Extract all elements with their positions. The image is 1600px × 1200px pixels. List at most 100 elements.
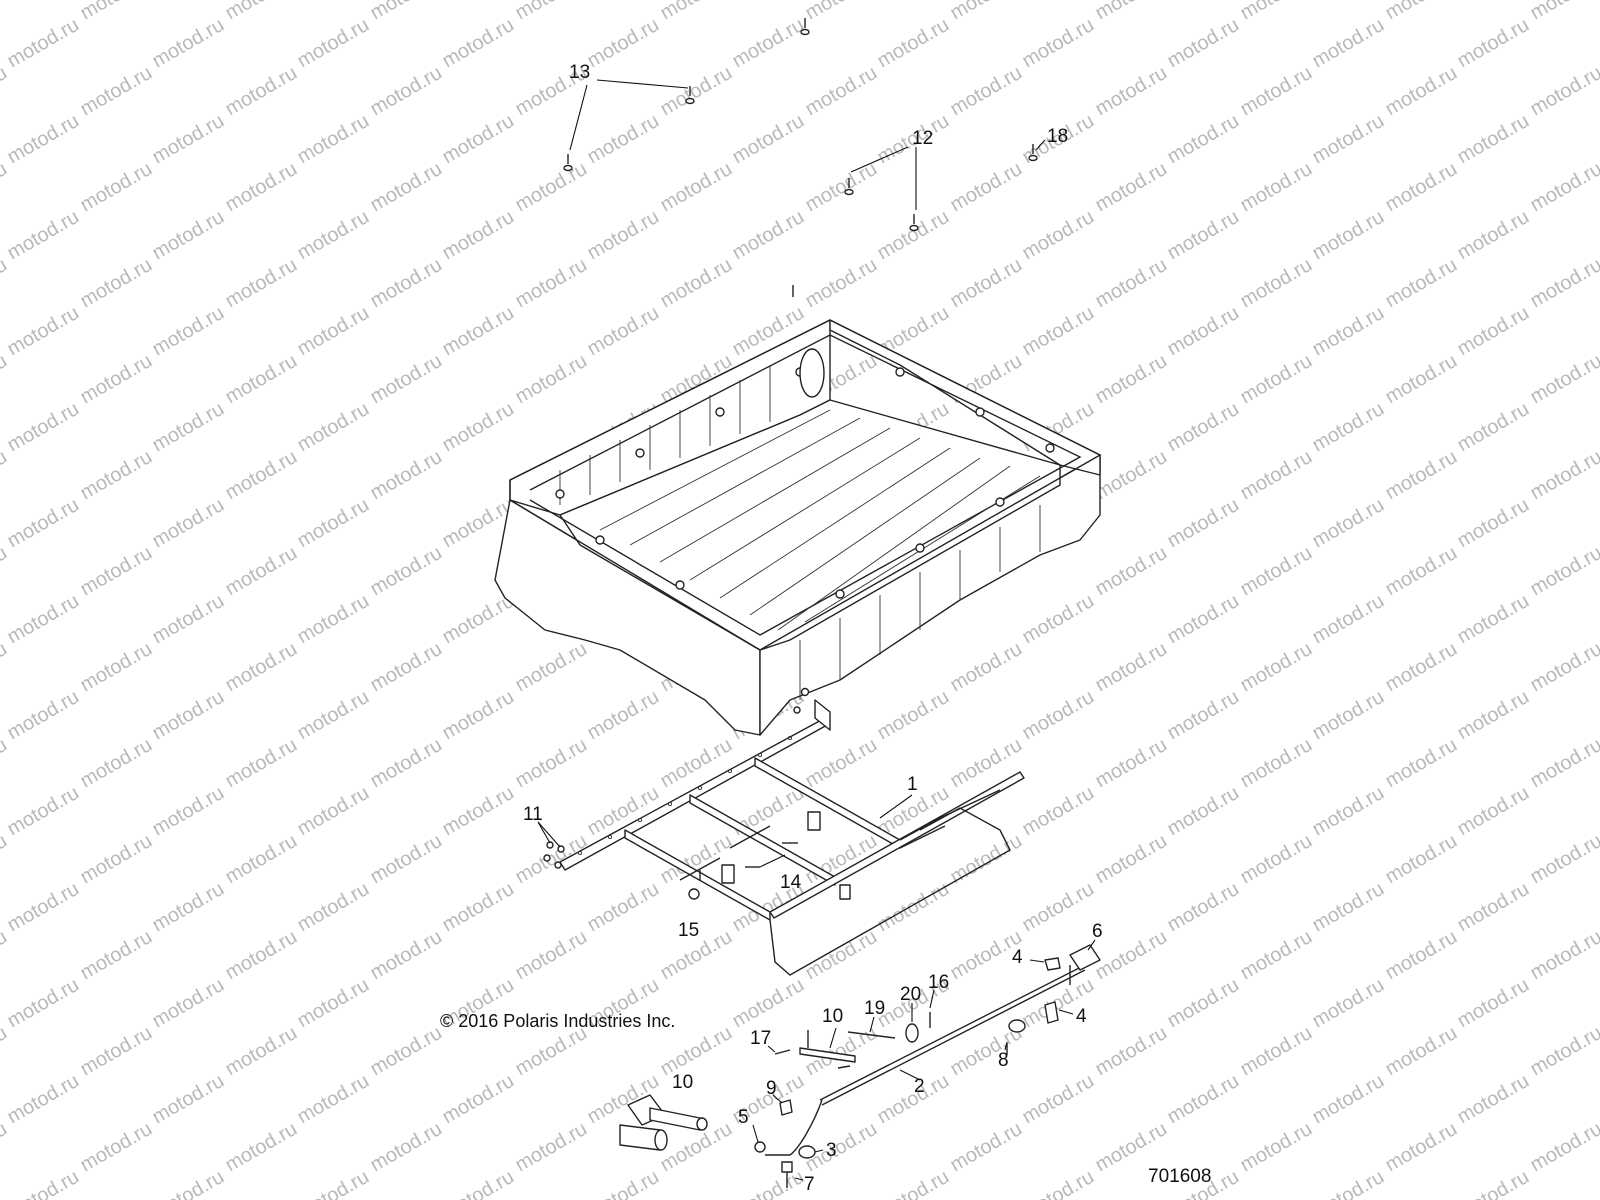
watermark-text: motod.ru: [874, 14, 953, 73]
watermark-text: motod.ru: [439, 206, 518, 265]
watermark-text: motod.ru: [729, 206, 808, 265]
watermark-text: motod.ru: [1092, 0, 1171, 24]
watermark-text: motod.ru: [4, 878, 83, 937]
watermark-text: motod.ru: [1019, 1166, 1098, 1200]
bolt-washer-18: [1028, 144, 1038, 162]
watermark-text: motod.ru: [149, 206, 228, 265]
part-15-nut: [688, 888, 700, 900]
watermark-text: motod.ru: [4, 590, 83, 649]
watermark-text: motod.ru: [1092, 446, 1171, 505]
callout-17: 17: [750, 1028, 771, 1049]
watermark-text: motod.ru: [1454, 878, 1533, 937]
rail-holes: [577, 735, 793, 856]
watermark-text: motod.ru: [512, 254, 591, 313]
watermark-text: motod.ru: [1382, 926, 1461, 985]
watermark-text: motod.ru: [1454, 110, 1533, 169]
watermark-text: motod.ru: [1382, 638, 1461, 697]
watermark-text: motod.ru: [294, 206, 373, 265]
watermark-text: motod.ru: [1092, 830, 1171, 889]
watermark-text: motod.ru: [874, 686, 953, 745]
callout-19: 19: [864, 998, 885, 1019]
watermark-text: motod.ru: [222, 158, 301, 217]
watermark-text: motod.ru: [657, 254, 736, 313]
leader-lines: [537, 79, 1096, 1181]
watermark-text: motod.ru: [947, 0, 1026, 24]
rim-pockets: [555, 367, 1055, 599]
callout-16: 16: [928, 972, 949, 993]
watermark-text: motod.ru: [729, 110, 808, 169]
watermark-text: motod.ru: [1527, 350, 1600, 409]
watermark-text: motod.ru: [1309, 782, 1388, 841]
watermark-text: motod.ru: [1237, 350, 1316, 409]
watermark-text: motod.ru: [439, 14, 518, 73]
watermark-text: motod.ru: [0, 926, 11, 985]
watermark-text: motod.ru: [367, 0, 446, 24]
watermark-text: motod.ru: [1527, 830, 1600, 889]
watermark-text: motod.ru: [1237, 62, 1316, 121]
watermark-text: motod.ru: [222, 830, 301, 889]
watermark-text: motod.ru: [512, 158, 591, 217]
watermark-text: motod.ru: [802, 254, 881, 313]
cargo-box: [494, 319, 1102, 736]
watermark-text: motod.ru: [874, 206, 953, 265]
watermark-text: motod.ru: [657, 734, 736, 793]
watermark-text: motod.ru: [802, 734, 881, 793]
callout-18: 18: [1047, 126, 1068, 147]
watermark-text: motod.ru: [584, 686, 663, 745]
watermark-text: motod.ru: [367, 158, 446, 217]
watermark-text: motod.ru: [512, 734, 591, 793]
watermark-text: motod.ru: [4, 302, 83, 361]
watermark-text: motod.ru: [4, 14, 83, 73]
watermark-text: motod.ru: [0, 830, 11, 889]
side-ribs: [799, 505, 1041, 700]
watermark-text: motod.ru: [1092, 158, 1171, 217]
watermark-text: motod.ru: [1454, 206, 1533, 265]
watermark-text: motod.ru: [4, 1070, 83, 1129]
watermark-text: motod.ru: [1237, 926, 1316, 985]
watermark-text: motod.ru: [294, 878, 373, 937]
watermark-text: motod.ru: [77, 926, 156, 985]
watermark-text: motod.ru: [294, 974, 373, 1033]
watermark-text: motod.ru: [947, 638, 1026, 697]
watermark-text: motod.ru: [149, 1166, 228, 1200]
watermark-text: motod.ru: [1164, 110, 1243, 169]
watermark-text: motod.ru: [1019, 590, 1098, 649]
copyright-notice: © 2016 Polaris Industries Inc.: [440, 1011, 675, 1031]
watermark-text: motod.ru: [77, 1022, 156, 1081]
watermark-text: motod.ru: [802, 0, 881, 24]
callouts: 13 12 18 1 11 14 15 6 4 4 20 16 19 10 17…: [523, 62, 1103, 1195]
watermark-text: motod.ru: [802, 62, 881, 121]
watermark-text: motod.ru: [947, 1118, 1026, 1177]
callout-1: 1: [907, 774, 918, 795]
callout-2: 2: [914, 1076, 925, 1097]
watermark-text: motod.ru: [1454, 494, 1533, 553]
watermark-text: motod.ru: [367, 926, 446, 985]
callout-11: 11: [523, 804, 543, 825]
watermark-text: motod.ru: [1527, 734, 1600, 793]
watermark-text: motod.ru: [439, 878, 518, 937]
watermark-text: motod.ru: [1164, 974, 1243, 1033]
watermark-text: motod.ru: [0, 1022, 11, 1081]
watermark-text: motod.ru: [294, 302, 373, 361]
bolt-washer-12a: [844, 178, 854, 196]
watermark-text: motod.ru: [294, 494, 373, 553]
watermark-text: motod.ru: [729, 1166, 808, 1200]
watermark-text: motod.ru: [1454, 1166, 1533, 1200]
watermark-text: motod.ru: [222, 0, 301, 24]
watermark-text: motod.ru: [512, 926, 591, 985]
watermark-text: motod.ru: [294, 110, 373, 169]
watermark-text: motod.ru: [1019, 302, 1098, 361]
watermark-text: motod.ru: [1019, 878, 1098, 937]
watermark-text: motod.ru: [1164, 782, 1243, 841]
watermark-text: motod.ru: [1019, 782, 1098, 841]
watermark-text: motod.ru: [77, 542, 156, 601]
watermark-text: motod.ru: [1237, 254, 1316, 313]
watermark-text: motod.ru: [1309, 878, 1388, 937]
watermark-text: motod.ru: [439, 782, 518, 841]
callout-10-actuator: 10: [672, 1072, 693, 1093]
watermark-text: motod.ru: [1454, 302, 1533, 361]
watermark-text: motod.ru: [802, 1118, 881, 1177]
watermark-text: motod.ru: [1237, 446, 1316, 505]
watermark-text: motod.ru: [1527, 62, 1600, 121]
watermark-text: motod.ru: [4, 782, 83, 841]
